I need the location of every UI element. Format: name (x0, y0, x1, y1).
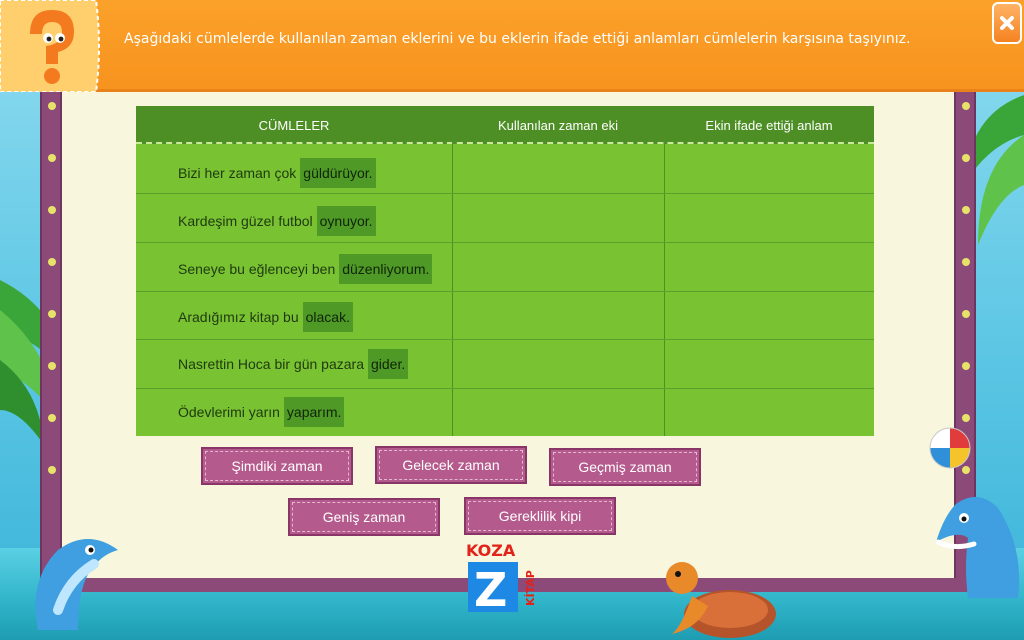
koza-kitap-logo: KOZA Z KİTAP (466, 541, 537, 617)
matching-table: CÜMLELER Kullanılan zaman eki Ekin ifade… (136, 106, 874, 436)
column-header-suffix: Kullanılan zaman eki (498, 118, 618, 133)
header-bar: Aşağıdaki cümlelerde kullanılan zaman ek… (0, 0, 1024, 92)
row-divider (136, 339, 874, 340)
option-chip-gelecek-zaman[interactable]: Gelecek zaman (375, 446, 527, 484)
nail (48, 414, 56, 422)
close-button[interactable] (992, 2, 1022, 44)
row-divider (136, 193, 874, 194)
nail (962, 362, 970, 370)
sentence-verb-highlight: düzenliyorum. (339, 254, 433, 284)
sentence-verb-highlight: olacak. (302, 302, 353, 332)
sentence-verb-highlight: gider. (368, 349, 409, 379)
drop-cell-meaning[interactable] (665, 243, 874, 291)
svg-text:Z: Z (474, 563, 507, 617)
svg-text:KOZA: KOZA (466, 541, 516, 560)
nail (48, 310, 56, 318)
option-chip-gecmis-zaman[interactable]: Geçmiş zaman (549, 448, 701, 486)
svg-text:KİTAP: KİTAP (523, 570, 537, 606)
nail (962, 154, 970, 162)
row-divider (136, 291, 874, 292)
option-chip-genis-zaman[interactable]: Geniş zaman (288, 498, 440, 536)
nail (962, 466, 970, 474)
nail (48, 362, 56, 370)
table-header: CÜMLELER Kullanılan zaman eki Ekin ifade… (136, 106, 874, 144)
sentence-text: Bizi her zaman çok (178, 165, 297, 181)
column-header-sentences: CÜMLELER (258, 118, 330, 133)
sentence-text: Kardeşim güzel futbol (178, 213, 313, 229)
drop-cell-suffix[interactable] (453, 292, 663, 340)
drop-cell-suffix[interactable] (453, 340, 663, 388)
option-chip-simdiki-zaman[interactable]: Şimdiki zaman (201, 447, 353, 485)
sentence-verb-highlight: güldürüyor. (300, 158, 376, 188)
drop-cell-meaning[interactable] (665, 194, 874, 242)
sentence-verb-highlight: oynuyor. (316, 206, 376, 236)
drop-cell-suffix[interactable] (453, 146, 663, 194)
turtle-icon (666, 562, 776, 638)
drop-cell-suffix[interactable] (453, 243, 663, 291)
nail (48, 466, 56, 474)
nail (48, 258, 56, 266)
sentence-text: Aradığımız kitap bu (178, 309, 299, 325)
sentence-text: Ödevlerimi yarın (178, 404, 280, 420)
palm-leaves-right-icon (964, 95, 1024, 245)
board-post-right (954, 92, 976, 592)
sentence-verb-highlight: yaparım. (283, 397, 345, 427)
beach-ball-icon (929, 427, 971, 469)
nail (962, 414, 970, 422)
nail (48, 154, 56, 162)
row-divider (136, 388, 874, 389)
drop-cell-meaning[interactable] (665, 340, 874, 388)
instruction-text: Aşağıdaki cümlelerde kullanılan zaman ek… (124, 31, 911, 47)
drop-cell-meaning[interactable] (665, 146, 874, 194)
nail (962, 310, 970, 318)
sentence-text: Nasrettin Hoca bir gün pazara (178, 356, 364, 372)
option-chip-gereklilik-kipi[interactable]: Gereklilik kipi (464, 497, 616, 535)
drop-cell-meaning[interactable] (665, 389, 874, 437)
question-mark-icon (0, 0, 100, 92)
nail (962, 206, 970, 214)
drop-cell-suffix[interactable] (453, 194, 663, 242)
column-header-meaning: Ekin ifade ettiği anlam (705, 118, 833, 133)
column-divider (452, 106, 453, 436)
column-divider (664, 106, 665, 436)
drop-cell-suffix[interactable] (453, 389, 663, 437)
nail (48, 102, 56, 110)
board-post-left (40, 92, 62, 592)
dolphin-left-icon (35, 539, 118, 630)
drop-cell-meaning[interactable] (665, 292, 874, 340)
row-divider (136, 242, 874, 243)
sentence-text: Seneye bu eğlenceyi ben (178, 261, 336, 277)
nail (962, 258, 970, 266)
dolphin-right-icon (935, 496, 1020, 598)
close-icon (1000, 16, 1014, 30)
nail (48, 206, 56, 214)
nail (962, 102, 970, 110)
